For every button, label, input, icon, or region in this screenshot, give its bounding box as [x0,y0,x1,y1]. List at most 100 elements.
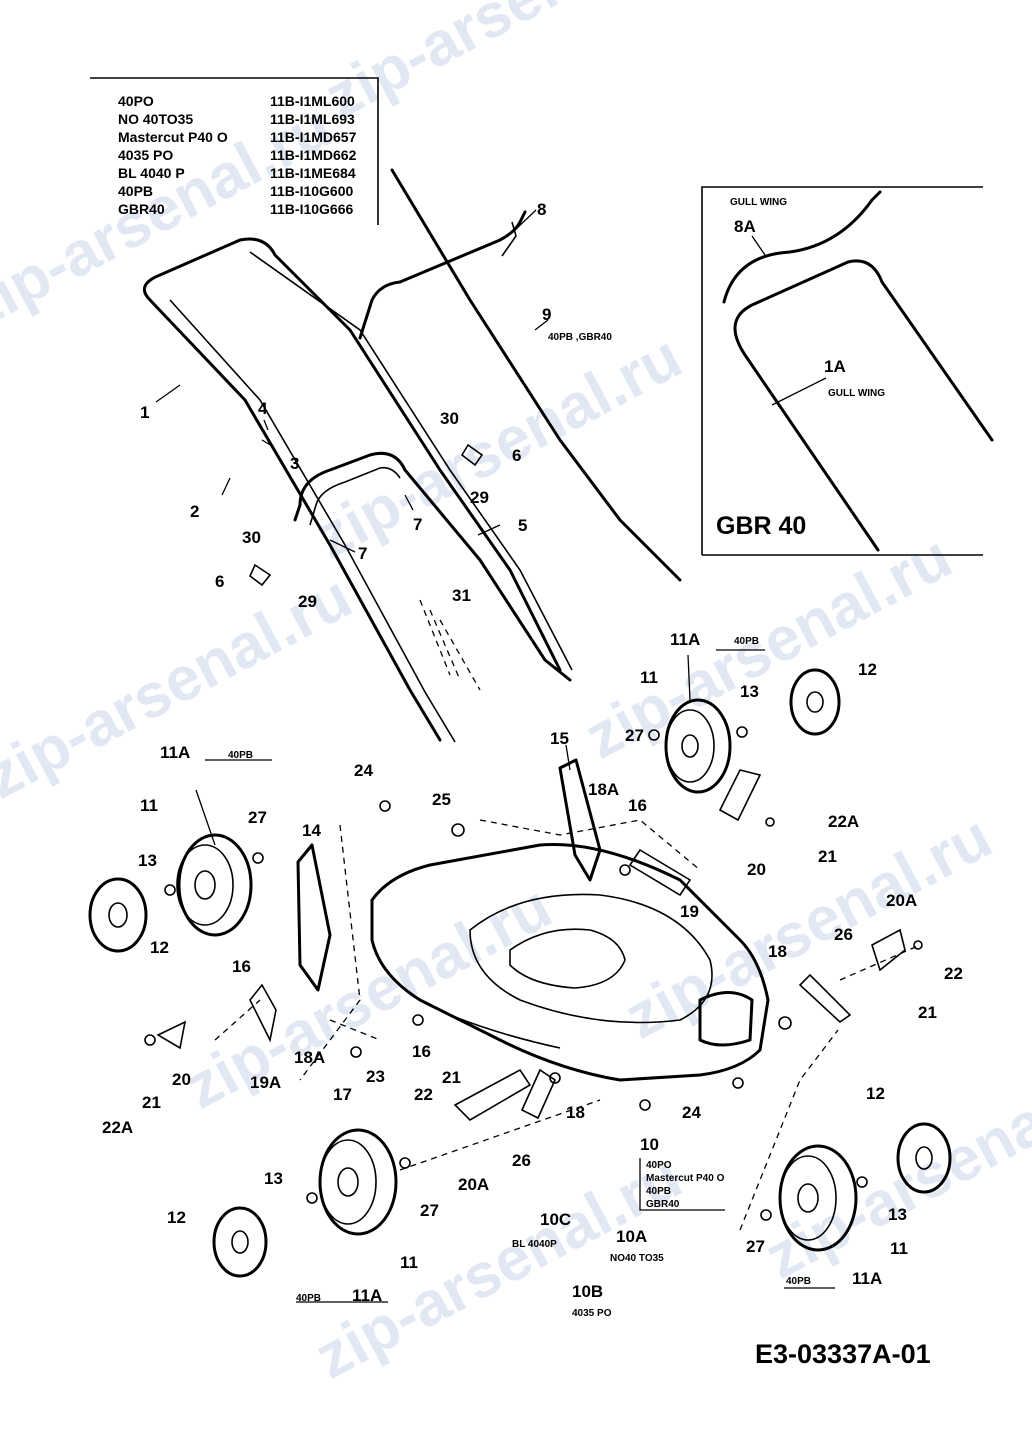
bail-bar-8 [358,210,527,340]
note-10a: NO40 TO35 [610,1253,664,1264]
watermark-text: zip-arsenal.ru [614,802,1002,1052]
model-part-number: 11B-I1ML600 [270,93,355,109]
control-cable [390,168,682,582]
callout-11: 11 [890,1239,908,1258]
callout-7: 7 [413,515,422,534]
callout-13: 13 [264,1169,283,1188]
callout-16: 16 [232,957,251,976]
callout-22: 22 [944,964,963,983]
callout-13: 13 [138,851,157,870]
callout-11A: 11A [670,630,700,649]
axle-front-right [798,928,906,1024]
watermark-text: zip-arsenal.ru [304,1142,692,1392]
inset-title: GBR 40 [716,512,806,540]
inset-note-8a: GULL WING [730,197,787,208]
callout-31: 31 [452,586,471,605]
assembly-guides [214,599,921,1231]
callout-8: 8 [537,200,546,219]
note-10b: 4035 PO [572,1308,612,1319]
callout-20: 20 [747,860,766,879]
callout-23: 23 [366,1067,385,1086]
callout-18A: 18A [588,780,619,799]
inset-note-1a: GULL WING [828,388,885,399]
callout-29: 29 [470,488,489,507]
model-name: Mastercut P40 O [118,129,228,145]
callout-4: 4 [258,399,268,418]
callout-6: 6 [215,572,224,591]
callout-22A: 22A [102,1118,133,1137]
callout-27: 27 [420,1201,439,1220]
note-10-line: 40PB [646,1186,671,1197]
small-hardware [144,443,923,1221]
hubcap-left-front [212,1206,268,1278]
callout-27: 27 [625,726,644,745]
callout-11A: 11A [852,1269,882,1288]
note-10-line: GBR40 [646,1199,680,1210]
callout-19: 19 [680,902,699,921]
model-part-number: 11B-I1ML693 [270,111,355,127]
wheel-right-front [778,1144,858,1252]
callout-8A: 8A [734,217,756,236]
model-table: 40PO 11B-I1ML600 NO 40TO35 11B-I1ML693 M… [90,77,379,225]
callout-1: 1 [140,403,149,422]
callout-3: 3 [290,454,299,473]
callout-12: 12 [150,938,169,957]
model-name: 4035 PO [118,147,173,163]
wheel-right-rear [664,698,732,794]
callout-10A: 10A [616,1227,647,1246]
callout-22: 22 [414,1085,433,1104]
watermark-text: zip-arsenal.ru [314,0,702,132]
callout-18: 18 [566,1103,585,1122]
note-40pb: 40PB [734,636,759,647]
callout-2: 2 [190,502,199,521]
wheel-left-front [318,1128,398,1236]
callout-10B: 10B [572,1282,603,1301]
callout-20A: 20A [458,1175,489,1194]
callout-17: 17 [333,1085,352,1104]
callout-21: 21 [442,1068,461,1087]
axle-front-left [453,1068,557,1122]
callout-26: 26 [512,1151,531,1170]
callout-27: 27 [746,1237,765,1256]
note-40pb: 40PB [786,1276,811,1287]
callout-29: 29 [298,592,317,611]
callout-27: 27 [248,808,267,827]
mower-deck [370,842,770,1082]
callout-20: 20 [172,1070,191,1089]
callout-7: 7 [358,544,367,563]
hubcap-right-front [896,1122,952,1194]
gull-wing-cable [722,190,882,304]
model-part-number: 11B-I1MD662 [270,147,357,163]
callout-9: 9 [542,305,551,324]
note-40pb: 40PB [228,750,253,761]
callout-11: 11 [140,796,158,815]
callout-21: 21 [142,1093,161,1112]
callout-24: 24 [682,1103,701,1122]
callout-26: 26 [834,925,853,944]
model-name: 40PB [118,183,153,199]
height-adjuster-left [249,843,332,1043]
callout-11A: 11A [352,1286,382,1305]
callout-13: 13 [888,1205,907,1224]
height-adjuster-right [558,758,692,897]
callout-18: 18 [768,942,787,961]
callout-19A: 19A [250,1073,281,1092]
callout-15: 15 [550,729,569,748]
cable-and-bail [358,168,682,582]
upper-handle [142,237,573,743]
callout-18A: 18A [294,1048,325,1067]
callout-30: 30 [440,409,459,428]
callout-21: 21 [918,1003,937,1022]
leader-lines [155,209,835,1303]
note-40pb: 40PB [296,1293,321,1304]
model-name: GBR40 [118,201,165,217]
callout-20A: 20A [886,891,917,910]
note-10c: BL 4040P [512,1239,557,1250]
callout-21: 21 [818,847,837,866]
callout-1A: 1A [824,357,846,376]
callout-10: 10 [640,1135,659,1154]
callout-12: 12 [167,1208,186,1227]
callout-14: 14 [302,821,321,840]
model-name: BL 4040 P [118,165,185,181]
